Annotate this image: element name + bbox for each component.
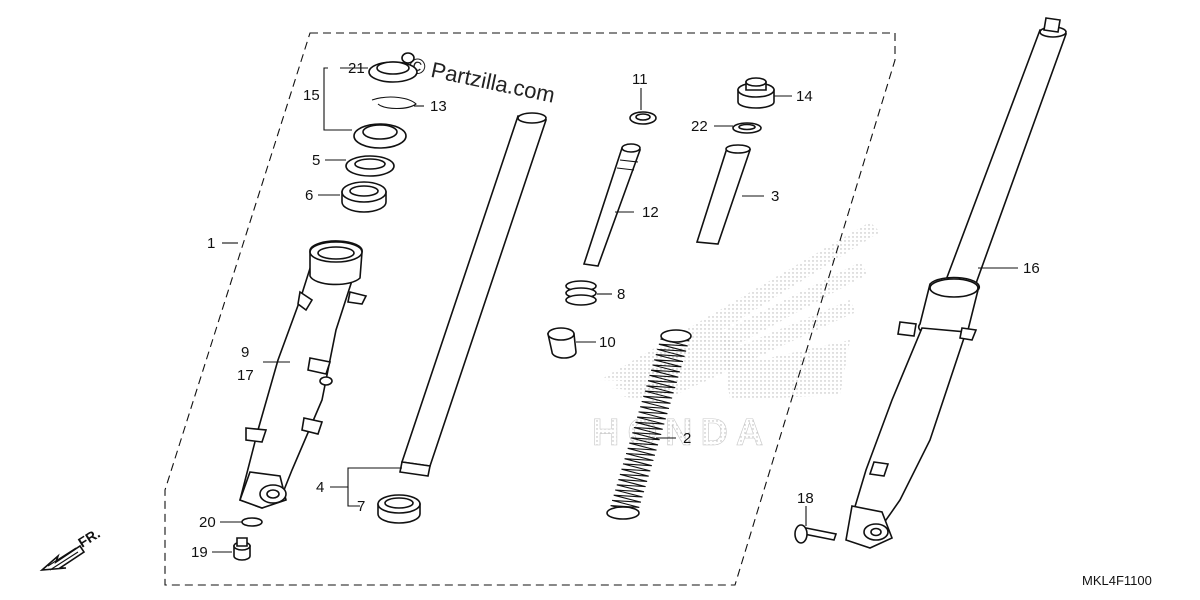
bolt-part-18 <box>794 524 838 544</box>
callout-15: 15 <box>303 87 320 104</box>
callout-11: 11 <box>632 71 648 88</box>
front-direction-arrow-icon <box>39 544 86 571</box>
callout-4: 4 <box>316 479 324 496</box>
callout-12: 12 <box>642 204 659 221</box>
piston-part-10 <box>547 327 577 359</box>
callout-9: 9 <box>241 344 249 361</box>
callout-20: 20 <box>199 514 216 531</box>
bolt-part-19 <box>233 537 251 561</box>
collar-part-3 <box>695 144 752 245</box>
callout-14: 14 <box>796 88 813 105</box>
callout-13: 13 <box>430 98 447 115</box>
spring-collar-rod-part-12 <box>582 143 642 267</box>
callout-21: 21 <box>348 60 365 77</box>
honda-wing-watermark <box>600 222 880 402</box>
callout-10: 10 <box>599 334 616 351</box>
callout-8: 8 <box>617 286 625 303</box>
callout-7: 7 <box>357 498 365 515</box>
assembly-outline <box>164 32 896 586</box>
callout-22: 22 <box>691 118 708 135</box>
dust-seal-part-21 <box>368 52 418 83</box>
callout-2: 2 <box>683 430 691 447</box>
ring-part-11 <box>629 111 657 125</box>
fork-spring-part-2 <box>606 329 692 520</box>
washer-part-20 <box>241 517 263 527</box>
honda-brand-watermark: HONDA <box>592 412 771 454</box>
snap-ring-part-13 <box>371 96 417 110</box>
callout-6: 6 <box>305 187 313 204</box>
fork-slider-part-9-17 <box>238 240 368 509</box>
spring-part-8 <box>565 280 597 306</box>
fork-pipe-part-4 <box>399 112 548 477</box>
bushing-part-6 <box>341 181 387 213</box>
oil-seal-part-15 <box>353 123 407 149</box>
diagram-code: MKL4F1100 <box>1082 573 1152 588</box>
washer-part-5 <box>345 155 395 177</box>
callout-3: 3 <box>771 188 779 205</box>
callout-1: 1 <box>207 235 215 252</box>
fork-assembly-part-16 <box>845 17 1068 549</box>
slider-bushing-part-7 <box>377 494 421 524</box>
callout-5: 5 <box>312 152 320 169</box>
fork-bolt-part-14 <box>737 77 775 109</box>
callout-18: 18 <box>797 490 814 507</box>
callout-16: 16 <box>1023 260 1040 277</box>
leader-lines <box>212 67 1018 553</box>
callout-labels: 1 2 3 4 5 6 7 8 9 10 11 12 13 14 15 16 1… <box>191 60 1040 561</box>
callout-17: 17 <box>237 367 254 384</box>
o-ring-part-22 <box>732 122 762 134</box>
callout-19: 19 <box>191 544 208 561</box>
